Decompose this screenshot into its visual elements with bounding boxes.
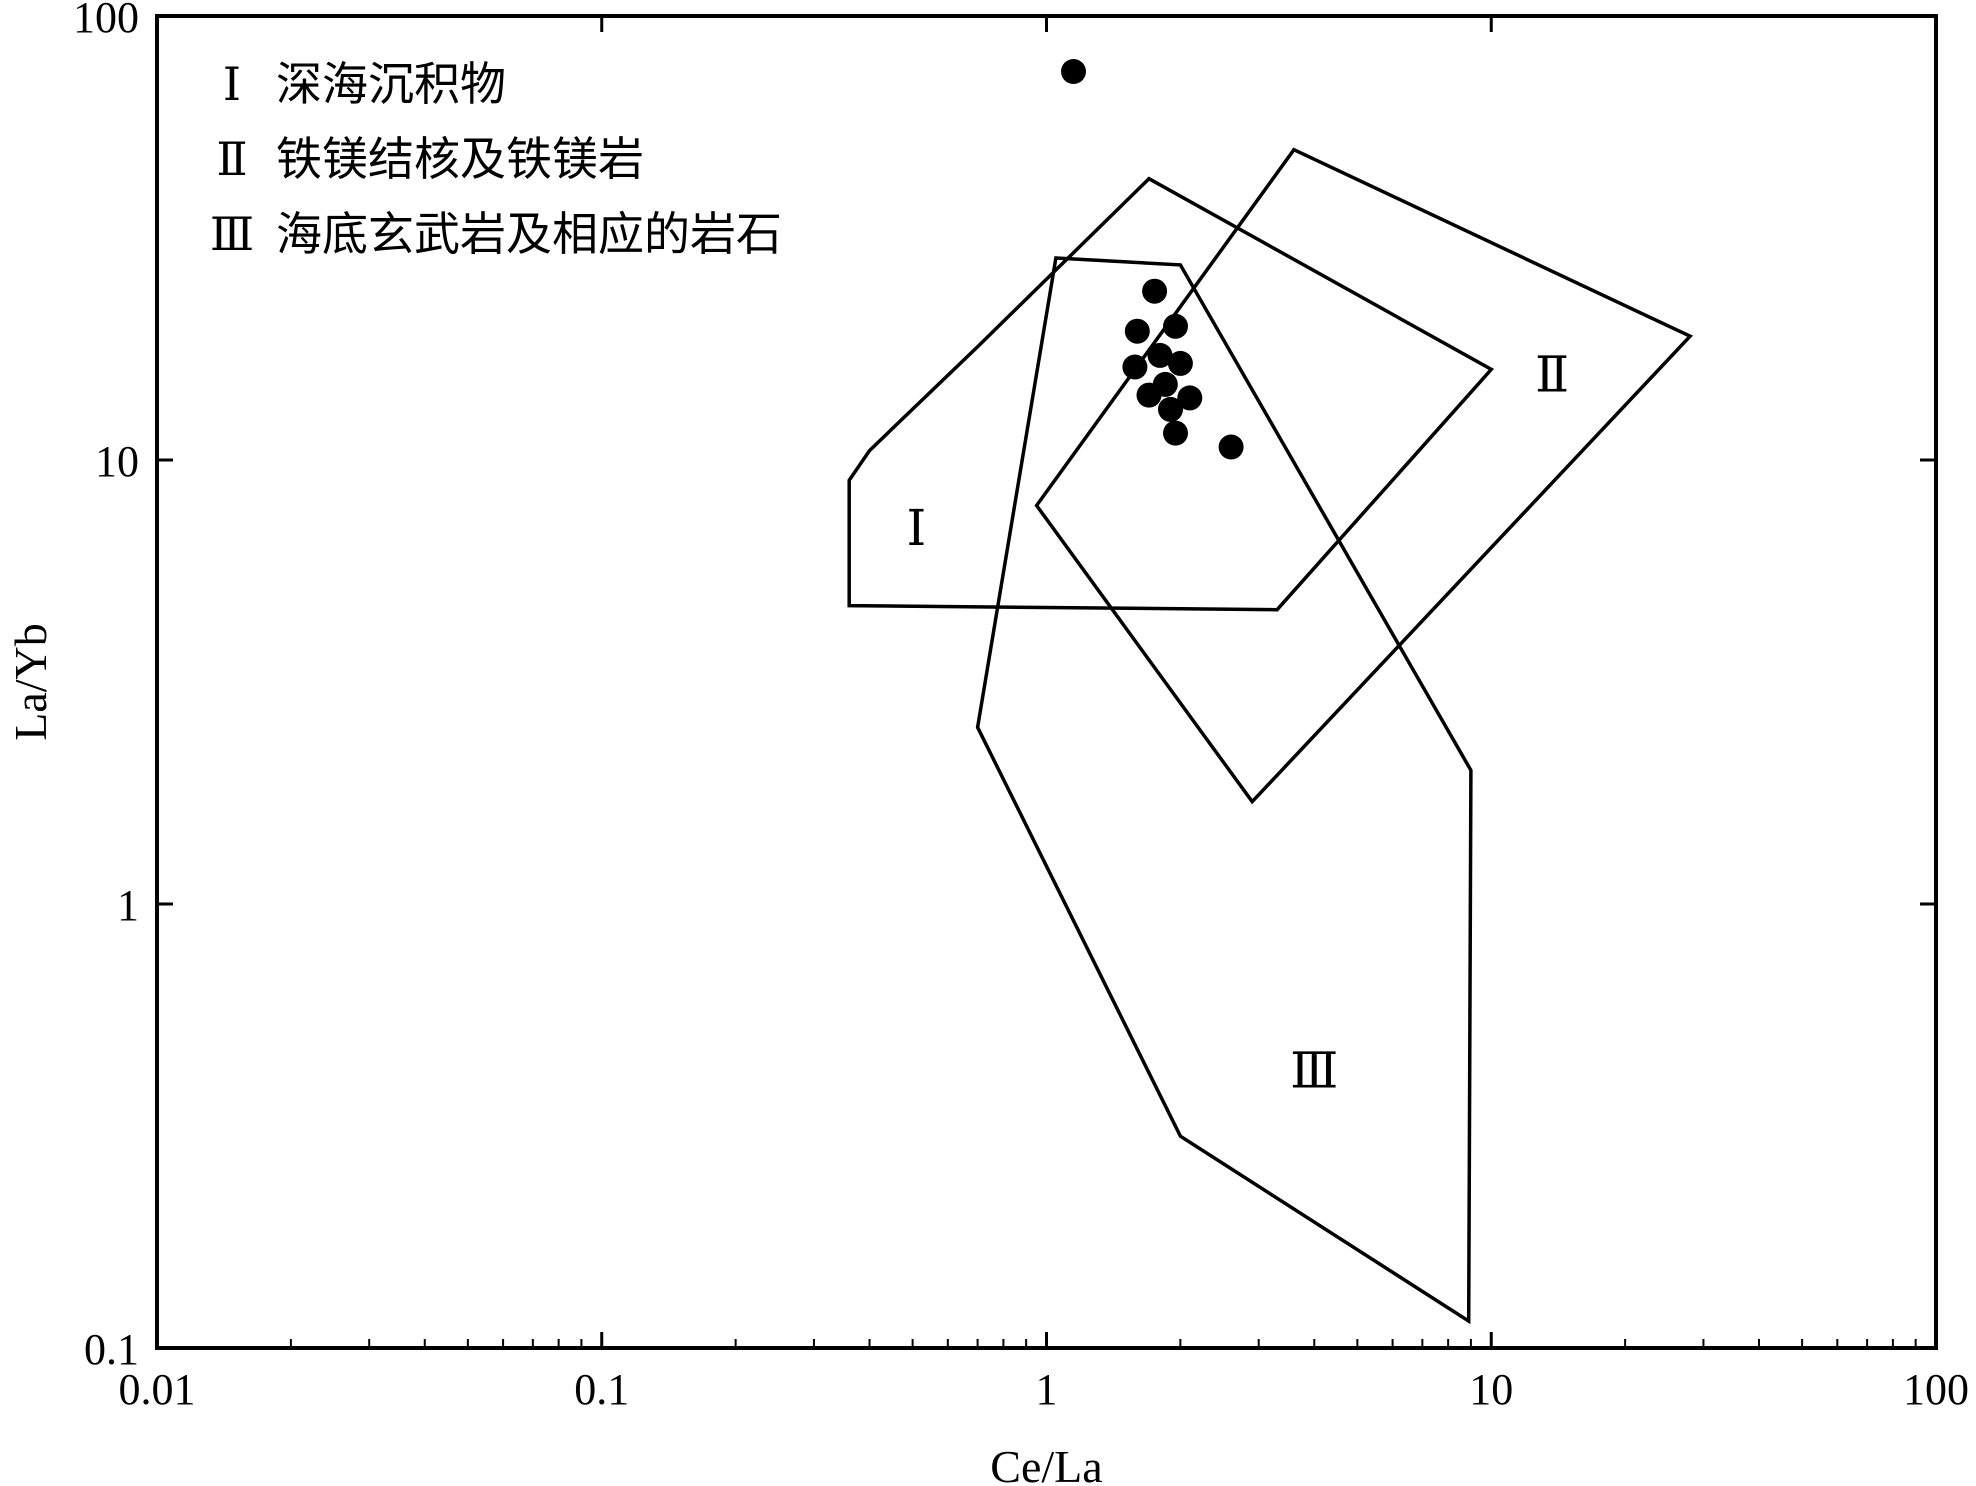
data-point bbox=[1061, 59, 1086, 84]
x-tick-label: 10 bbox=[1469, 1365, 1513, 1414]
legend-text: 深海沉积物 bbox=[276, 59, 506, 110]
region-1-label: Ⅰ bbox=[907, 500, 927, 556]
y-tick-label: 10 bbox=[95, 437, 139, 486]
region-2-label: Ⅱ bbox=[1535, 346, 1569, 402]
region-2-polygon bbox=[1034, 147, 1694, 805]
data-point bbox=[1142, 278, 1168, 304]
data-point bbox=[1163, 313, 1188, 339]
points-layer bbox=[1061, 59, 1244, 460]
data-point bbox=[1124, 318, 1150, 344]
legend-text: 海底玄武岩及相应的岩石 bbox=[276, 209, 782, 260]
regions-layer: Ⅰ Ⅱ Ⅲ bbox=[847, 147, 1694, 1325]
x-tick-label: 0.01 bbox=[119, 1365, 196, 1414]
legend: Ⅰ 深海沉积物 Ⅱ 铁镁结核及铁镁岩 Ⅲ 海底玄武岩及相应的岩石 bbox=[210, 59, 782, 260]
data-point bbox=[1136, 382, 1162, 408]
data-point bbox=[1163, 420, 1188, 446]
legend-key: Ⅱ bbox=[216, 134, 247, 185]
data-point bbox=[1218, 434, 1244, 460]
data-point bbox=[1167, 350, 1193, 376]
region-3-polygon bbox=[975, 256, 1473, 1325]
y-tick-label: 100 bbox=[73, 0, 139, 42]
data-point bbox=[1158, 396, 1183, 422]
y-tick-label: 0.1 bbox=[84, 1325, 139, 1374]
data-point bbox=[1177, 385, 1203, 411]
legend-key: Ⅲ bbox=[210, 209, 254, 260]
x-tick-label: 100 bbox=[1903, 1365, 1969, 1414]
data-point bbox=[1147, 342, 1173, 368]
x-tick-label: 1 bbox=[1036, 1365, 1058, 1414]
data-point bbox=[1122, 354, 1148, 380]
y-tick-label: 1 bbox=[117, 881, 139, 930]
x-tick-label: 0.1 bbox=[574, 1365, 629, 1414]
region-1-polygon bbox=[847, 176, 1495, 612]
legend-text: 铁镁结核及铁镁岩 bbox=[276, 134, 644, 185]
region-3-label: Ⅲ bbox=[1290, 1042, 1338, 1098]
legend-key: Ⅰ bbox=[223, 59, 241, 110]
x-axis-label: Ce/La bbox=[990, 1441, 1102, 1486]
y-axis-label: La/Yb bbox=[5, 623, 56, 741]
